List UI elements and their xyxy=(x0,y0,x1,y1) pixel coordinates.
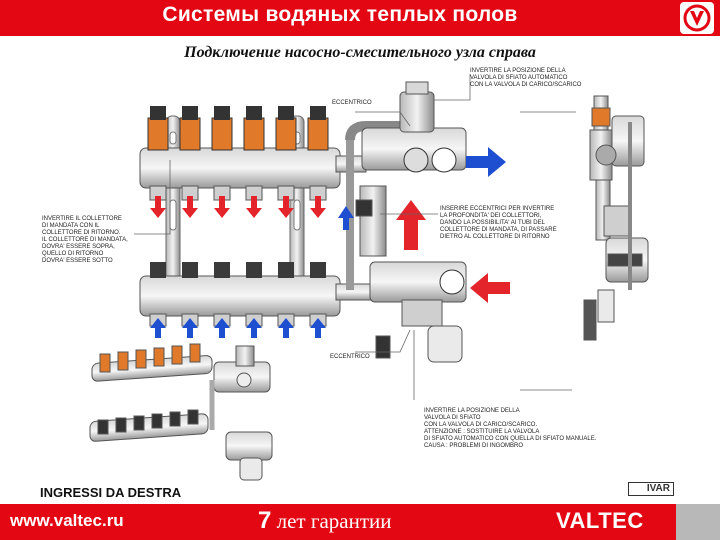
note-vent-valve-bottom: INVERTIRE LA POSIZIONE DELLA VALVOLA DI … xyxy=(424,408,597,449)
inflow-arrows xyxy=(150,318,326,338)
eccentrico-label-bottom: ECCENTRICO xyxy=(330,354,370,360)
outflow-arrows xyxy=(150,196,326,218)
side-view xyxy=(583,95,649,341)
flow-arrows-large xyxy=(338,147,510,303)
header-title: Системы водяных теплых полов xyxy=(162,3,518,26)
supply-manifold xyxy=(139,106,341,201)
warranty-label: лет гарантии xyxy=(276,509,392,533)
note-swap-manifolds: INVERTIRE IL COLLETTORE DI MANDATA CON I… xyxy=(42,216,128,264)
note-vent-valve-top: INVERTIRE LA POSIZIONE DELLA VALVOLA DI … xyxy=(470,68,582,88)
ivar-logo: IVAR xyxy=(628,482,674,496)
page-subtitle: Подключение насосно-смесительного узла с… xyxy=(184,44,536,61)
website-link[interactable]: www.valtec.ru xyxy=(10,511,124,530)
mixing-unit xyxy=(335,81,467,363)
eccentrico-label-top: ECCENTRICO xyxy=(332,100,372,106)
return-manifold xyxy=(139,262,341,327)
note-eccentrics: INSERIRE ECCENTRICI PER INVERTIRE LA PRO… xyxy=(440,206,557,240)
header-bar xyxy=(0,0,720,36)
brand-logo[interactable]: VALTEC xyxy=(556,508,644,533)
warranty-text: 7 лет гарантии xyxy=(258,507,391,535)
ingressi-label: INGRESSI DA DESTRA xyxy=(40,485,182,500)
footer-bar xyxy=(0,504,720,540)
warranty-number: 7 xyxy=(258,507,272,534)
callout-lines xyxy=(134,74,576,400)
manifold-diagram xyxy=(89,74,649,481)
perspective-view xyxy=(89,343,273,481)
footer-grey-block xyxy=(676,504,720,540)
valtec-logo[interactable] xyxy=(680,2,714,34)
